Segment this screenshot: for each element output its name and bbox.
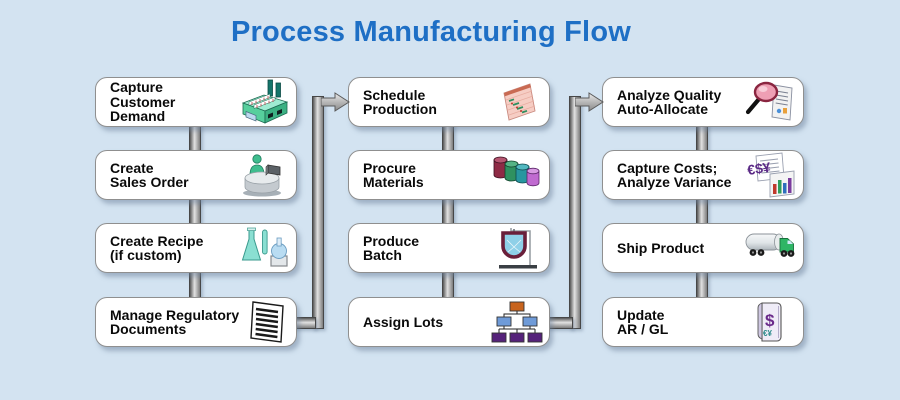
flow-arrow-icon: [574, 90, 605, 114]
svg-text:€$¥: €$¥: [746, 159, 772, 178]
flow-box-capture-costs-analyze-variance: Capture Costs;Analyze Variance €$¥: [602, 150, 804, 200]
cost-analysis-icon: €$¥: [744, 152, 798, 198]
tanker-truck-icon: [744, 225, 798, 271]
flow-box-ship-product: Ship Product: [602, 223, 804, 273]
ledger-book-icon: $ €¥: [744, 299, 798, 345]
flow-box-label: Capture Costs;Analyze Variance: [617, 159, 732, 190]
recipe-flasks-icon: [237, 225, 291, 271]
batch-vessel-icon: [490, 225, 544, 271]
material-barrels-icon: [490, 152, 544, 198]
flow-box-create-recipe-if-custom: Create Recipe(if custom): [95, 223, 297, 273]
regulatory-document-icon: [237, 299, 291, 345]
quality-magnifier-icon: [744, 79, 798, 125]
column-connector-pipe: [312, 96, 324, 329]
lot-org-chart-icon: [490, 299, 544, 345]
schedule-board-icon: [490, 79, 544, 125]
factory-icon: [237, 79, 291, 125]
sales-desk-icon: [237, 152, 291, 198]
flow-box-label: Ship Product: [617, 239, 705, 256]
page-title: Process Manufacturing Flow: [231, 16, 631, 48]
column-connector-pipe: [569, 96, 581, 329]
flow-arrow-icon: [320, 90, 351, 114]
flow-box-label: Create Recipe(if custom): [110, 232, 204, 263]
flow-box-assign-lots: Assign Lots: [348, 297, 550, 347]
flow-box-label: Assign Lots: [363, 313, 444, 330]
svg-text:€¥: €¥: [763, 329, 772, 338]
svg-text:$: $: [765, 311, 775, 330]
